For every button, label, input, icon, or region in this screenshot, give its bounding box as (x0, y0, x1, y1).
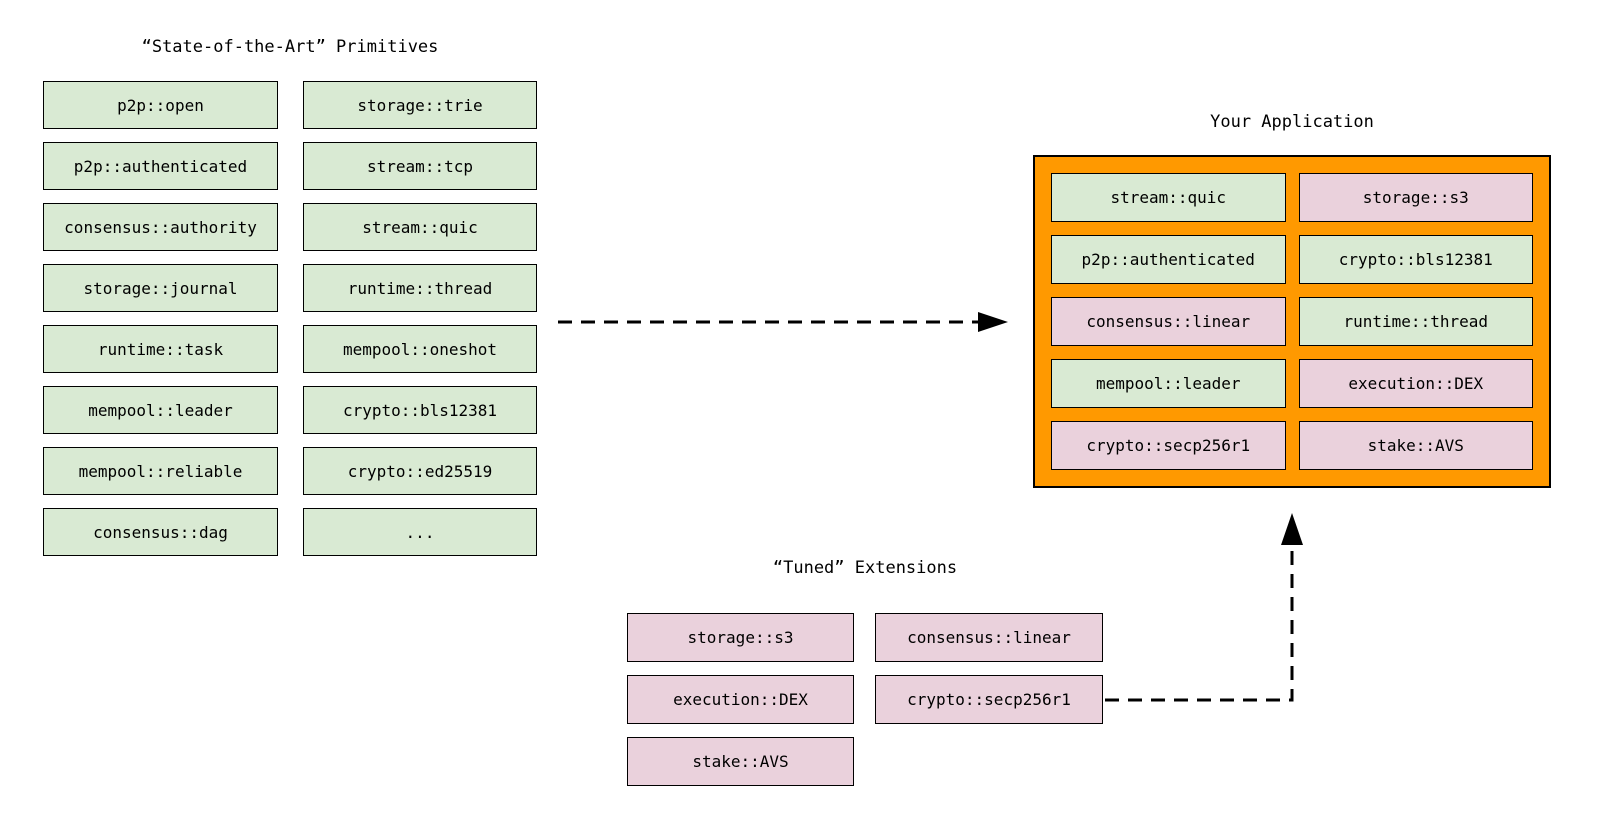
primitive-box: runtime::thread (303, 264, 537, 312)
application-title: Your Application (1210, 112, 1374, 132)
primitives-title: “State-of-the-Art” Primitives (141, 37, 439, 57)
primitive-box: consensus::authority (43, 203, 278, 251)
app-module-box: crypto::bls12381 (1298, 235, 1533, 284)
app-module-box: execution::DEX (1298, 359, 1533, 408)
primitive-box: storage::journal (43, 264, 278, 312)
extension-box: stake::AVS (627, 737, 854, 786)
primitive-box: crypto::ed25519 (303, 447, 537, 495)
app-module-box: stream::quic (1051, 173, 1286, 222)
extension-box: crypto::secp256r1 (875, 675, 1103, 724)
primitive-box: mempool::reliable (43, 447, 278, 495)
extensions-to-application-arrow (1105, 513, 1303, 702)
app-module-box: consensus::linear (1051, 297, 1286, 346)
primitive-box: runtime::task (43, 325, 278, 373)
app-module-box: mempool::leader (1051, 359, 1286, 408)
primitives-to-application-arrow (558, 312, 1008, 332)
primitive-box: ... (303, 508, 537, 556)
extension-box: execution::DEX (627, 675, 854, 724)
primitive-box: crypto::bls12381 (303, 386, 537, 434)
primitive-box: mempool::oneshot (303, 325, 537, 373)
app-module-box: storage::s3 (1298, 173, 1533, 222)
primitive-box: p2p::authenticated (43, 142, 278, 190)
app-module-box: runtime::thread (1298, 297, 1533, 346)
primitive-box: mempool::leader (43, 386, 278, 434)
app-module-box: stake::AVS (1298, 421, 1533, 470)
primitive-box: stream::tcp (303, 142, 537, 190)
primitive-box: consensus::dag (43, 508, 278, 556)
app-module-box: p2p::authenticated (1051, 235, 1286, 284)
primitive-box: p2p::open (43, 81, 278, 129)
extensions-title: “Tuned” Extensions (772, 558, 958, 578)
extension-box: storage::s3 (627, 613, 854, 662)
extension-box: consensus::linear (875, 613, 1103, 662)
primitive-box: storage::trie (303, 81, 537, 129)
primitive-box: stream::quic (303, 203, 537, 251)
app-module-box: crypto::secp256r1 (1051, 421, 1286, 470)
